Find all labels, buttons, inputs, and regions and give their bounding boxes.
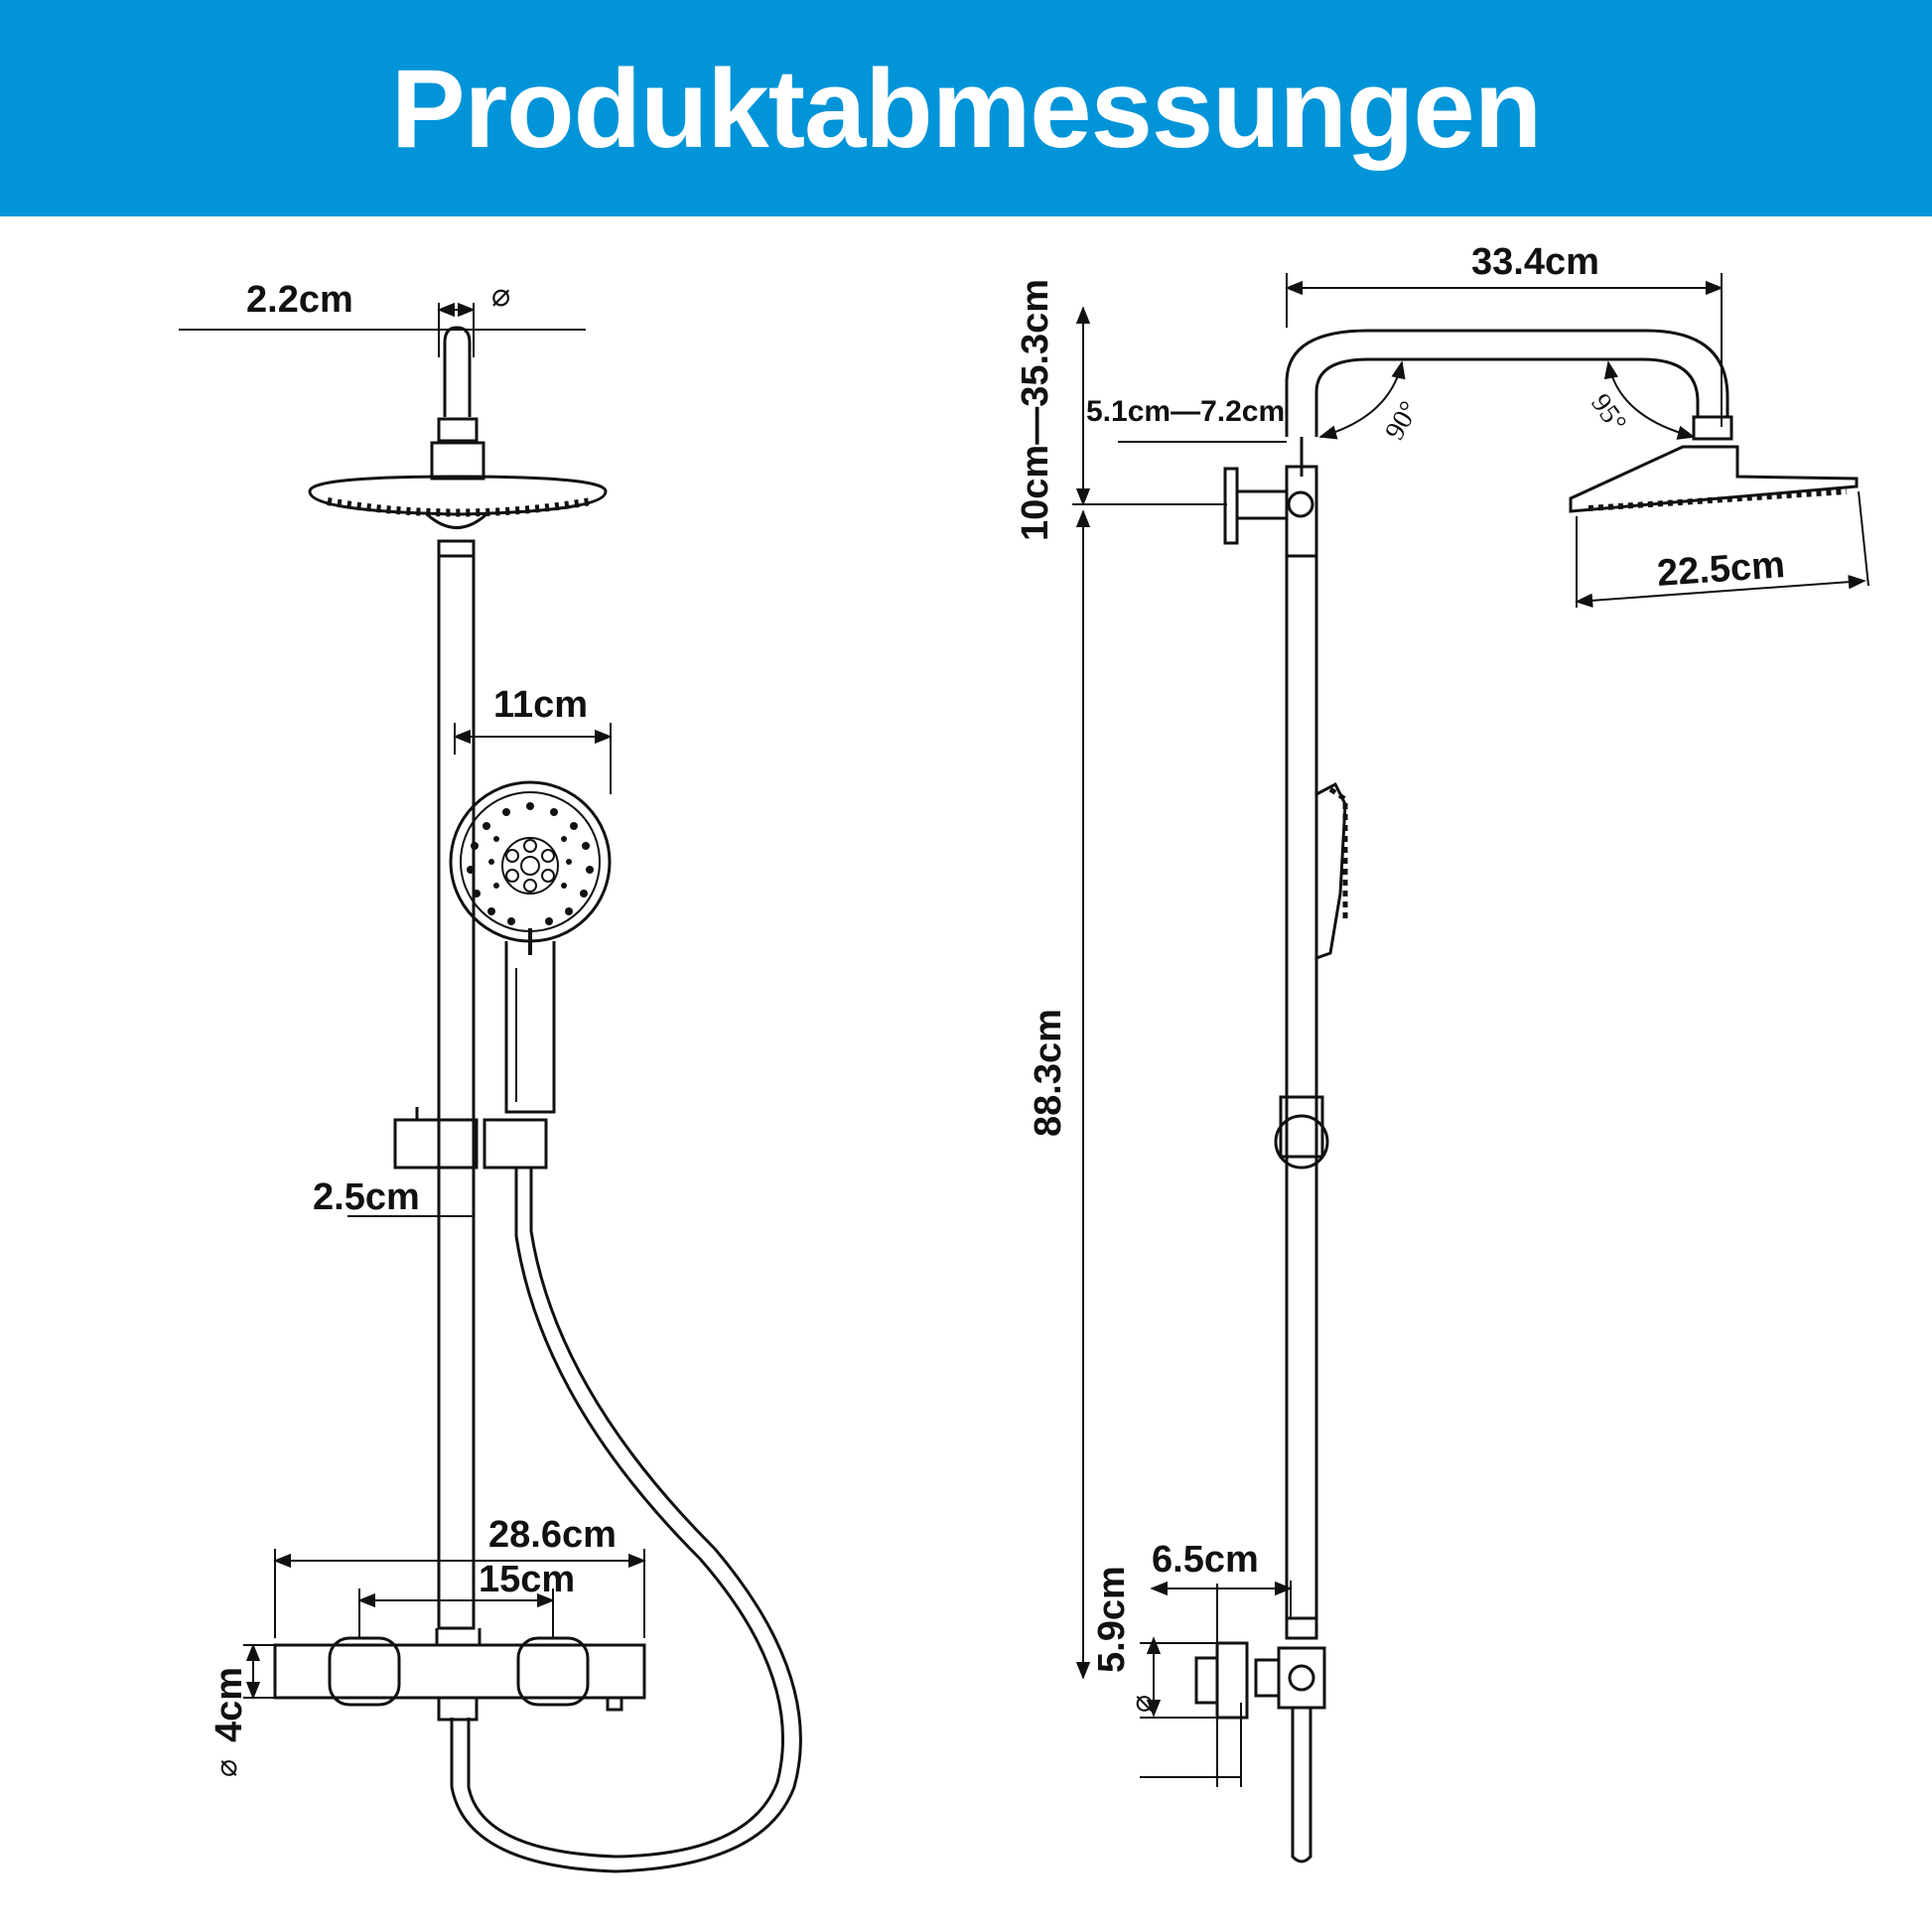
pipe-nut xyxy=(437,417,479,443)
arm-length-label: 33.4cm xyxy=(1471,241,1599,283)
diverter-valve xyxy=(1277,1646,1326,1710)
bracket-depth-label: 6.5cm xyxy=(1152,1539,1259,1581)
rail-diameter-label: 2.5cm xyxy=(313,1176,420,1218)
slider-block-left xyxy=(393,1118,479,1170)
side-shower-head xyxy=(1569,445,1859,513)
top-pipe-stub xyxy=(443,326,472,417)
side-dimensions xyxy=(1072,273,1869,1787)
sliding-rail xyxy=(437,539,476,1630)
adjust-range-label: 10cm—35.3cm xyxy=(1015,279,1056,541)
arm-nut xyxy=(1692,415,1733,441)
hand-shower-width-label: 11cm xyxy=(493,684,588,726)
page-title: Produktabmessungen xyxy=(390,46,1542,171)
slider-block-right xyxy=(483,1118,548,1170)
diameter-symbol-3: ⌀ xyxy=(1126,1695,1159,1713)
overhead-arm xyxy=(1285,329,1729,437)
front-dimensions xyxy=(179,302,646,1700)
wall-offset-label: 5.1cm—7.2cm xyxy=(1086,395,1285,428)
mixer-width-label: 28.6cm xyxy=(488,1514,617,1556)
head-diameter-label: 22.5cm xyxy=(1656,544,1787,595)
front-view xyxy=(273,326,802,1873)
pipe-diameter-label: 2.2cm xyxy=(246,279,353,321)
wall-bracket-bottom xyxy=(1215,1641,1249,1720)
diameter-symbol-1: ⌀ xyxy=(491,277,510,313)
hand-shower xyxy=(449,780,612,1114)
hand-shower-side xyxy=(1315,781,1347,960)
shower-hose xyxy=(450,1168,802,1873)
hose-outlet xyxy=(1291,1708,1312,1863)
angle-95-label: 95° xyxy=(1585,388,1632,438)
inlet-spacing-label: 15cm xyxy=(479,1559,575,1600)
wall-bracket-top xyxy=(1223,467,1239,545)
outlet-nut xyxy=(437,1696,479,1722)
diameter-symbol-2: ⌀ xyxy=(210,1759,243,1777)
head-connector xyxy=(430,441,485,481)
bracket-diameter-label: 5.9cm xyxy=(1091,1566,1133,1673)
shower-column xyxy=(1285,554,1318,1620)
mixer-diameter-label: 4cm xyxy=(208,1667,250,1742)
overhead-shower-head xyxy=(308,475,608,529)
hand-shower-handle xyxy=(504,941,556,1114)
title-banner: Produktabmessungen xyxy=(0,0,1932,216)
column-height-label: 88.3cm xyxy=(1028,1009,1069,1137)
angle-90-label: 90° xyxy=(1379,396,1425,445)
